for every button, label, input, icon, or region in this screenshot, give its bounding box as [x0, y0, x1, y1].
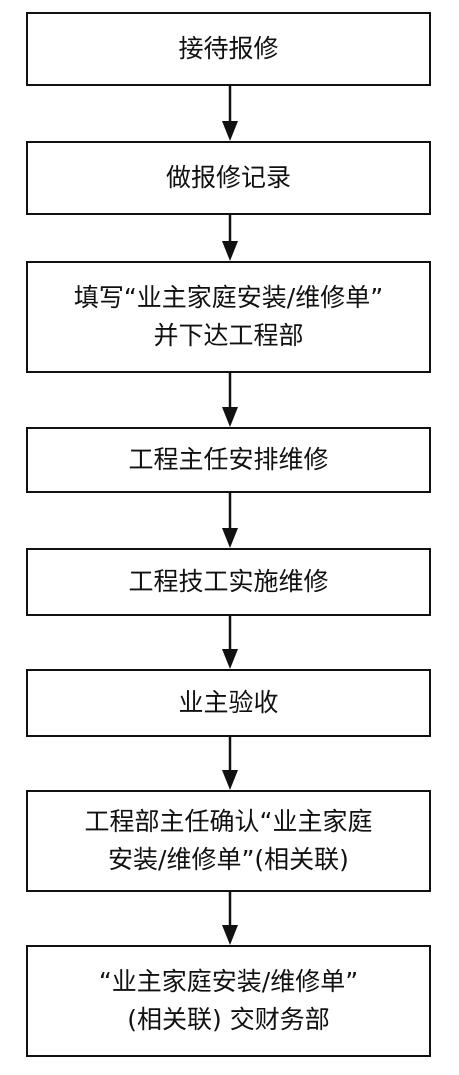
step-8-label-line-2: (相关联) 交财务部	[127, 1005, 330, 1034]
step-6-box: 业主验收	[26, 669, 431, 737]
step-7-box: 工程部主任确认“业主家庭 安装/维修单”(相关联)	[26, 790, 431, 892]
arrowhead-1-2	[222, 121, 238, 141]
step-3-box: 填写“业主家庭安装/维修单” 并下达工程部	[26, 261, 431, 373]
step-4-label: 工程主任安排维修	[128, 445, 329, 474]
arrowhead-4-5	[222, 528, 238, 548]
arrowhead-2-3	[222, 241, 238, 261]
step-4-box: 工程主任安排维修	[26, 427, 431, 493]
arrowhead-5-6	[222, 649, 238, 669]
step-1-box: 接待报修	[26, 12, 431, 86]
step-7-label-line-1: 工程部主任确认“业主家庭	[84, 807, 373, 836]
step-7-label-line-2: 安装/维修单”(相关联)	[108, 845, 349, 874]
step-8-box: “业主家庭安装/维修单” (相关联) 交财务部	[26, 945, 431, 1057]
step-5-box: 工程技工实施维修	[26, 548, 431, 616]
step-3-label-line-1: 填写“业主家庭安装/维修单”	[73, 283, 384, 312]
step-8-label-line-1: “业主家庭安装/维修单”	[98, 967, 359, 996]
step-3-label-line-2: 并下达工程部	[153, 321, 304, 350]
arrowhead-3-4	[222, 407, 238, 427]
step-2-box: 做报修记录	[26, 141, 431, 215]
step-2-label: 做报修记录	[165, 163, 291, 192]
step-6-label: 业主验收	[178, 688, 279, 717]
arrowhead-6-7	[222, 770, 238, 790]
step-1-label: 接待报修	[178, 34, 279, 63]
arrowhead-7-8	[222, 925, 238, 945]
step-5-label: 工程技工实施维修	[128, 567, 329, 596]
